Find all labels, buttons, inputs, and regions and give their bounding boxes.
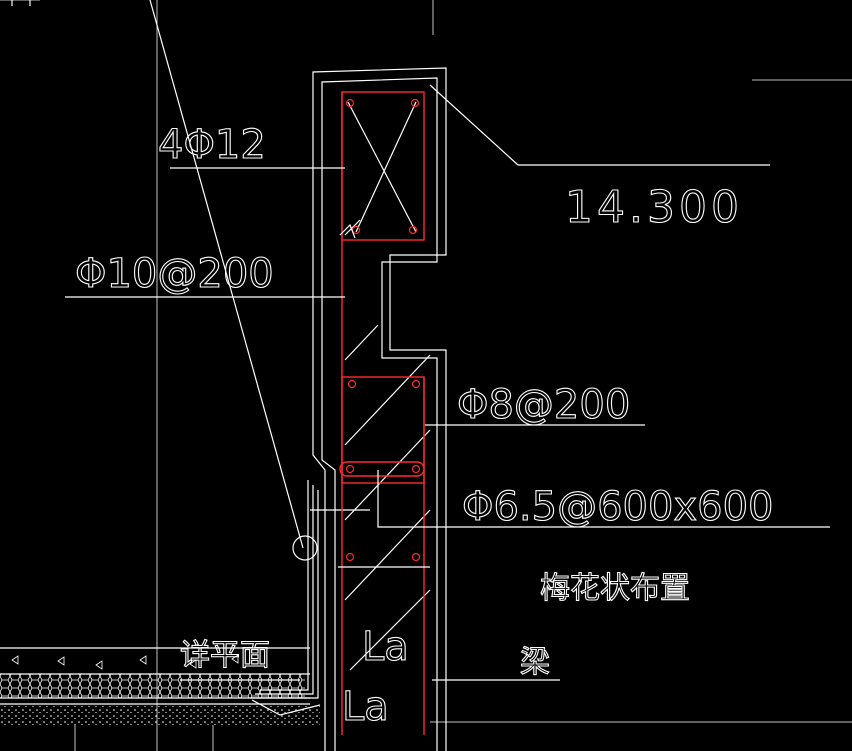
leader-diagonal — [149, 0, 304, 549]
label-waterproof: 详平面 — [180, 638, 270, 673]
rebar-cage — [339, 91, 425, 735]
label-anchor-length-1: La — [362, 624, 409, 670]
label-anchor-note: 梅花状布置 — [540, 571, 690, 606]
label-stirrup: Φ10@200 — [75, 251, 274, 297]
label-top-bars: 4Φ12 — [158, 122, 266, 168]
floor-layers — [0, 647, 320, 725]
label-beam: 梁 — [520, 645, 550, 680]
gravel-layer — [0, 705, 320, 725]
wall-outline — [312, 67, 447, 751]
insulation-layer — [0, 674, 305, 698]
detail-circle — [292, 535, 318, 561]
wall-hatch — [344, 219, 431, 671]
waterproof-membrane — [250, 480, 370, 716]
label-anchor: Φ6.5@600x600 — [462, 484, 773, 530]
label-tie-bars: Φ8@200 — [457, 382, 630, 428]
label-elevation: 14.300 — [565, 182, 743, 233]
label-anchor-length-2: La — [342, 684, 389, 730]
leader-lines — [65, 84, 830, 681]
